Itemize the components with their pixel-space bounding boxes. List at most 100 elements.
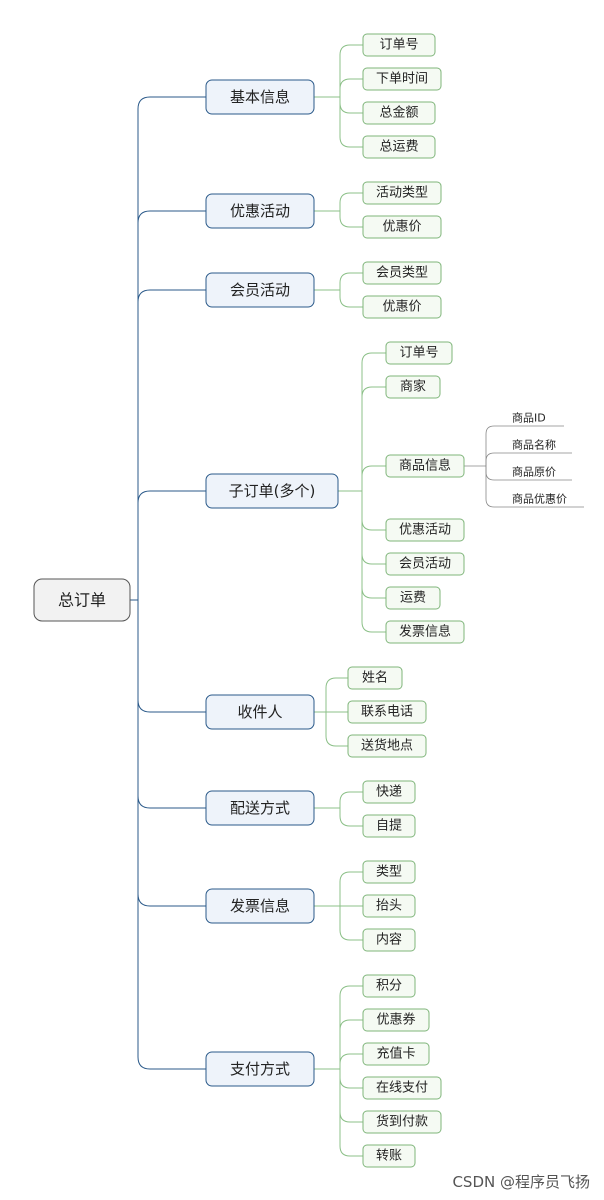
leaf-node: 商家 (385, 375, 441, 399)
leaf-node-box (385, 620, 465, 644)
leaf-node: 运费 (385, 586, 441, 610)
connector (137, 289, 206, 600)
leaf-node-box (362, 780, 416, 804)
leaf-node-label: 内容 (376, 932, 402, 948)
branch-node: 优惠活动 (205, 193, 315, 229)
connector (325, 677, 348, 712)
leaf-node: 优惠活动 (385, 518, 465, 542)
leaf-node-label: 总运费 (379, 140, 418, 155)
leaf-node-box (362, 261, 442, 285)
connector (361, 352, 386, 491)
leaf-node-label: 类型 (376, 865, 402, 880)
leaf-node-label: 订单号 (379, 38, 418, 53)
connector (339, 871, 363, 906)
leaf-node: 下单时间 (362, 67, 442, 91)
branch-node-label: 收件人 (237, 703, 282, 721)
root-node: 总订单 (33, 578, 131, 622)
branch-node: 子订单(多个) (205, 473, 339, 509)
leaf-node-label: 转账 (376, 1149, 402, 1164)
connector (485, 452, 508, 466)
branch-node-box (205, 272, 315, 308)
branch-node: 发票信息 (205, 888, 315, 924)
connector (137, 490, 206, 600)
leaf-node-box (362, 33, 436, 57)
leaf-node: 内容 (362, 928, 416, 952)
leaf-node-label: 在线支付 (376, 1081, 428, 1096)
connector (339, 906, 363, 941)
leaf-node-label: 积分 (376, 979, 402, 994)
connector (339, 290, 363, 308)
leaf-node-box (347, 734, 427, 758)
leaf-node: 类型 (362, 860, 416, 884)
sub-leaf-label: 商品优惠价 (512, 492, 567, 506)
leaf-node-box (362, 1110, 442, 1134)
branch-node: 会员活动 (205, 272, 315, 308)
branch-node: 收件人 (205, 694, 315, 730)
leaf-node: 优惠价 (362, 295, 442, 319)
leaf-node-label: 送货地点 (361, 738, 413, 754)
connector (339, 1053, 363, 1069)
leaf-node-box (347, 666, 403, 690)
leaf-node: 联系电话 (347, 700, 427, 724)
connector (361, 491, 386, 633)
connector (325, 712, 348, 747)
leaf-node-label: 抬头 (376, 899, 402, 914)
branch-node: 配送方式 (205, 790, 315, 826)
branch-node-label: 配送方式 (230, 799, 290, 817)
leaf-node-box (385, 341, 453, 365)
leaf-node: 货到付款 (362, 1110, 442, 1134)
leaf-node: 会员类型 (362, 261, 442, 285)
sub-leaf-label: 商品名称 (512, 438, 556, 452)
connector (137, 600, 206, 713)
branch-node-box (205, 79, 315, 115)
branch-node-label: 子订单(多个) (229, 482, 316, 500)
branch-node-label: 发票信息 (230, 897, 290, 915)
sub-leaf-label: 商品原价 (512, 465, 556, 479)
leaf-node-label: 会员类型 (376, 266, 428, 281)
connector (339, 97, 363, 148)
connector (137, 600, 206, 1070)
leaf-node-box (362, 181, 442, 205)
branch-node-box (205, 1051, 315, 1087)
branch-node: 基本信息 (205, 79, 315, 115)
leaf-node-label: 订单号 (399, 346, 438, 361)
leaf-node-box (362, 1076, 442, 1100)
branch-node: 支付方式 (205, 1051, 315, 1087)
leaf-node-label: 商品信息 (399, 458, 451, 474)
connector (361, 465, 386, 491)
leaf-node-label: 充值卡 (376, 1046, 415, 1062)
leaf-node-label: 发票信息 (399, 624, 451, 640)
branch-node-label: 支付方式 (230, 1060, 290, 1078)
branch-node-box (205, 790, 315, 826)
connector (137, 600, 206, 809)
leaf-node-label: 商家 (400, 379, 426, 395)
sub-leaf-node: 商品优惠价 (508, 492, 584, 508)
sub-leaf-node: 商品ID (508, 411, 564, 427)
leaf-node-box (362, 894, 416, 918)
leaf-node: 优惠价 (362, 215, 442, 239)
leaf-node-box (385, 518, 465, 542)
leaf-node-label: 下单时间 (376, 72, 428, 87)
connector (339, 192, 363, 211)
connector (339, 211, 363, 228)
leaf-node: 优惠券 (362, 1008, 430, 1032)
connector (339, 1069, 363, 1123)
leaf-node-box (362, 814, 416, 838)
leaf-node-label: 优惠券 (376, 1012, 415, 1028)
leaf-node-label: 活动类型 (376, 186, 428, 201)
leaf-node: 订单号 (362, 33, 436, 57)
connector (137, 96, 206, 600)
leaf-node-box (362, 1042, 430, 1066)
leaf-node-box (362, 1008, 430, 1032)
leaf-node: 积分 (362, 974, 416, 998)
branch-node-label: 会员活动 (230, 281, 290, 299)
leaf-node-box (385, 375, 441, 399)
watermark: CSDN @程序员飞扬 (452, 1173, 590, 1191)
root-node-label: 总订单 (58, 591, 106, 610)
leaf-node-label: 会员活动 (399, 557, 451, 572)
branch-node-box (205, 694, 315, 730)
connector (339, 985, 363, 1069)
leaf-node-box (385, 586, 441, 610)
connector (339, 1069, 363, 1157)
leaf-node: 姓名 (347, 666, 403, 690)
